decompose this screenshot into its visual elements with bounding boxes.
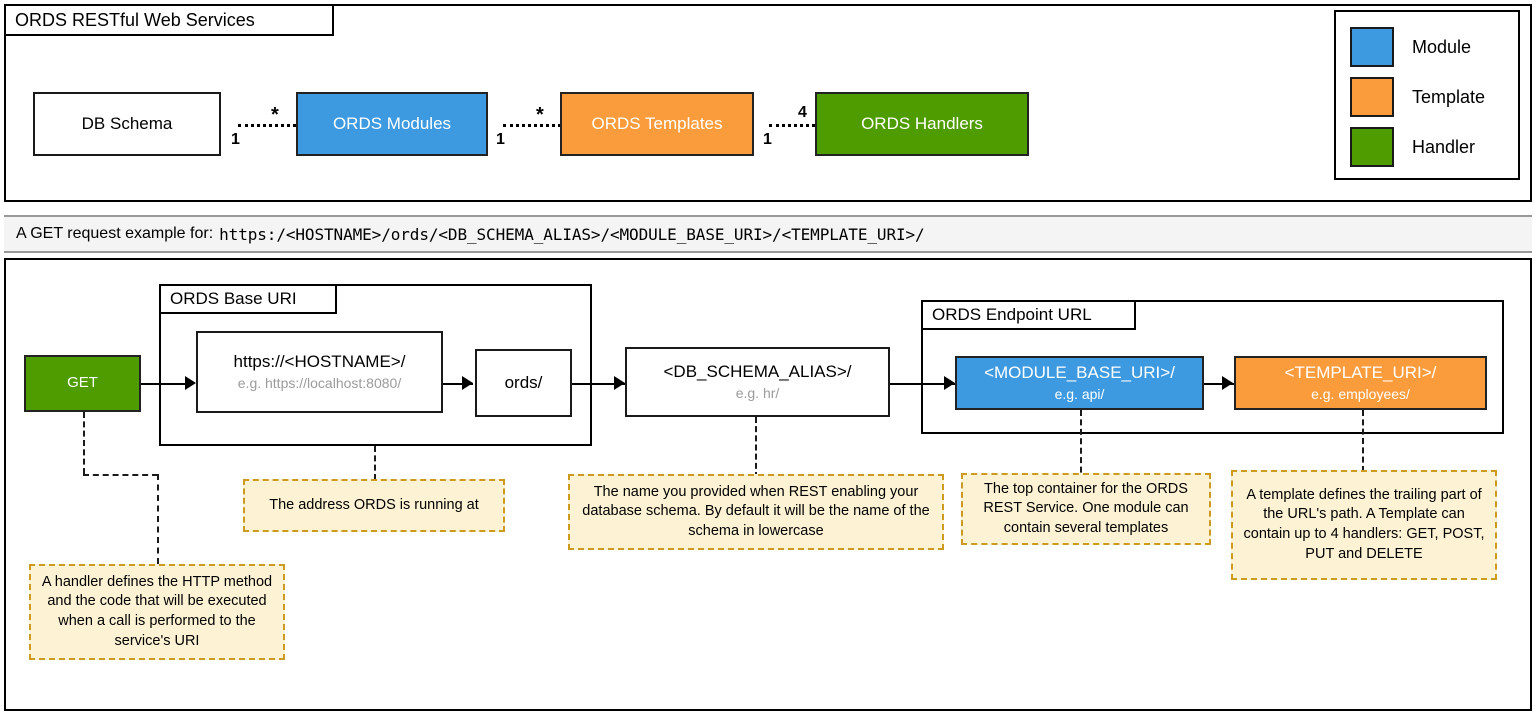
flow-step-template-uri[interactable]: <TEMPLATE_URI>/ e.g. employees/ bbox=[1234, 356, 1487, 410]
flow-step-method-label: GET bbox=[67, 374, 98, 392]
arrow-method-to-hostname-head bbox=[185, 376, 196, 390]
callout-schema-alias-note-text: The name you provided when REST enabling… bbox=[582, 483, 930, 539]
flow-step-module-base-label: <MODULE_BASE_URI>/ bbox=[984, 363, 1175, 383]
flow-step-method[interactable]: GET bbox=[24, 355, 141, 412]
request-example-band: A GET request example for: https:/<HOSTN… bbox=[4, 215, 1532, 253]
flow-step-schema-alias[interactable]: <DB_SCHEMA_ALIAS>/ e.g. hr/ bbox=[625, 347, 890, 417]
leader-hostname bbox=[374, 446, 376, 480]
flow-step-template-uri-label: <TEMPLATE_URI>/ bbox=[1284, 363, 1437, 383]
callout-module-note-text: The top container for the ORDS REST Serv… bbox=[983, 480, 1189, 536]
arrow-ords-to-schema-head bbox=[614, 376, 625, 390]
relation-modules-templates bbox=[503, 124, 561, 127]
request-example-prefix: A GET request example for: bbox=[16, 225, 214, 242]
legend: Module Template Handler bbox=[1334, 10, 1520, 180]
entity-ords-handlers[interactable]: ORDS Handlers bbox=[815, 92, 1029, 156]
arrow-module-to-template-line bbox=[1204, 383, 1234, 385]
callout-address-note: The address ORDS is running at bbox=[243, 479, 505, 532]
legend-label-template: Template bbox=[1412, 86, 1486, 107]
callout-handler-note-text: A handler defines the HTTP method and th… bbox=[41, 573, 273, 649]
flow-step-template-uri-example: e.g. employees/ bbox=[1311, 386, 1410, 403]
legend-item-template: Template bbox=[1350, 72, 1504, 122]
entity-ords-handlers-label: ORDS Handlers bbox=[861, 114, 983, 134]
callout-schema-alias-note: The name you provided when REST enabling… bbox=[568, 474, 944, 550]
entity-ords-templates[interactable]: ORDS Templates bbox=[560, 92, 754, 156]
leader-method-seg2 bbox=[83, 474, 158, 476]
entity-db-schema[interactable]: DB Schema bbox=[33, 92, 221, 156]
flow-step-hostname[interactable]: https://<HOSTNAME>/ e.g. https://localho… bbox=[196, 331, 443, 413]
leader-template-uri bbox=[1362, 410, 1364, 472]
callout-template-note-text: A template defines the trailing part of … bbox=[1243, 486, 1485, 562]
legend-item-handler: Handler bbox=[1350, 122, 1504, 172]
relation-2-from-mult: 1 bbox=[496, 131, 505, 148]
request-example-url: https:/<HOSTNAME>/ords/<DB_SCHEMA_ALIAS>… bbox=[219, 224, 925, 244]
arrow-schema-to-module-line bbox=[890, 383, 955, 385]
entity-db-schema-label: DB Schema bbox=[81, 114, 173, 134]
flow-step-ords-label: ords/ bbox=[504, 373, 543, 393]
arrow-hostname-to-ords-line bbox=[443, 383, 473, 385]
flow-step-ords[interactable]: ords/ bbox=[475, 349, 572, 417]
group-base-uri-label: ORDS Base URI bbox=[159, 284, 337, 314]
callout-handler-note: A handler defines the HTTP method and th… bbox=[29, 564, 285, 660]
flow-step-hostname-example: e.g. https://localhost:8080/ bbox=[237, 375, 402, 392]
diagram-title-label: ORDS RESTful Web Services bbox=[15, 9, 255, 30]
group-base-uri-label-text: ORDS Base URI bbox=[170, 289, 297, 308]
leader-method-seg3 bbox=[157, 474, 159, 564]
relation-schema-modules bbox=[238, 124, 296, 127]
flow-step-module-base[interactable]: <MODULE_BASE_URI>/ e.g. api/ bbox=[955, 356, 1204, 410]
template-color-swatch bbox=[1350, 77, 1394, 117]
flow-step-hostname-label: https://<HOSTNAME>/ bbox=[233, 352, 406, 372]
callout-template-note: A template defines the trailing part of … bbox=[1231, 470, 1497, 580]
entity-ords-templates-label: ORDS Templates bbox=[591, 114, 723, 134]
top-panel bbox=[4, 4, 1532, 202]
flow-step-module-base-example: e.g. api/ bbox=[1054, 386, 1105, 403]
leader-method-seg1 bbox=[83, 412, 85, 474]
entity-ords-modules[interactable]: ORDS Modules bbox=[296, 92, 488, 156]
callout-address-note-text: The address ORDS is running at bbox=[269, 496, 479, 513]
flow-step-schema-alias-example: e.g. hr/ bbox=[735, 385, 780, 402]
arrow-module-to-template-head bbox=[1222, 376, 1233, 390]
module-color-swatch bbox=[1350, 27, 1394, 67]
arrow-schema-to-module-head bbox=[944, 376, 955, 390]
relation-1-to-mult: * bbox=[271, 104, 279, 126]
relation-templates-handlers bbox=[769, 124, 815, 127]
entity-ords-modules-label: ORDS Modules bbox=[332, 114, 452, 134]
arrow-method-to-hostname-line bbox=[141, 383, 187, 385]
legend-label-handler: Handler bbox=[1412, 136, 1476, 157]
relation-3-from-mult: 1 bbox=[763, 131, 772, 148]
group-endpoint-url-label-text: ORDS Endpoint URL bbox=[932, 305, 1092, 324]
leader-module-base bbox=[1080, 410, 1082, 482]
diagram-title: ORDS RESTful Web Services bbox=[4, 4, 334, 36]
group-endpoint-url-label: ORDS Endpoint URL bbox=[921, 300, 1136, 330]
relation-2-to-mult: * bbox=[536, 104, 544, 126]
arrow-ords-to-schema-line bbox=[572, 383, 625, 385]
legend-label-module: Module bbox=[1412, 36, 1472, 57]
relation-3-to-mult: 4 bbox=[798, 104, 807, 121]
handler-color-swatch bbox=[1350, 127, 1394, 167]
arrow-hostname-to-ords-head bbox=[462, 376, 473, 390]
leader-schema-alias bbox=[755, 417, 757, 478]
legend-item-module: Module bbox=[1350, 22, 1504, 72]
flow-step-schema-alias-label: <DB_SCHEMA_ALIAS>/ bbox=[663, 362, 852, 382]
relation-1-from-mult: 1 bbox=[231, 131, 240, 148]
callout-module-note: The top container for the ORDS REST Serv… bbox=[961, 473, 1211, 545]
